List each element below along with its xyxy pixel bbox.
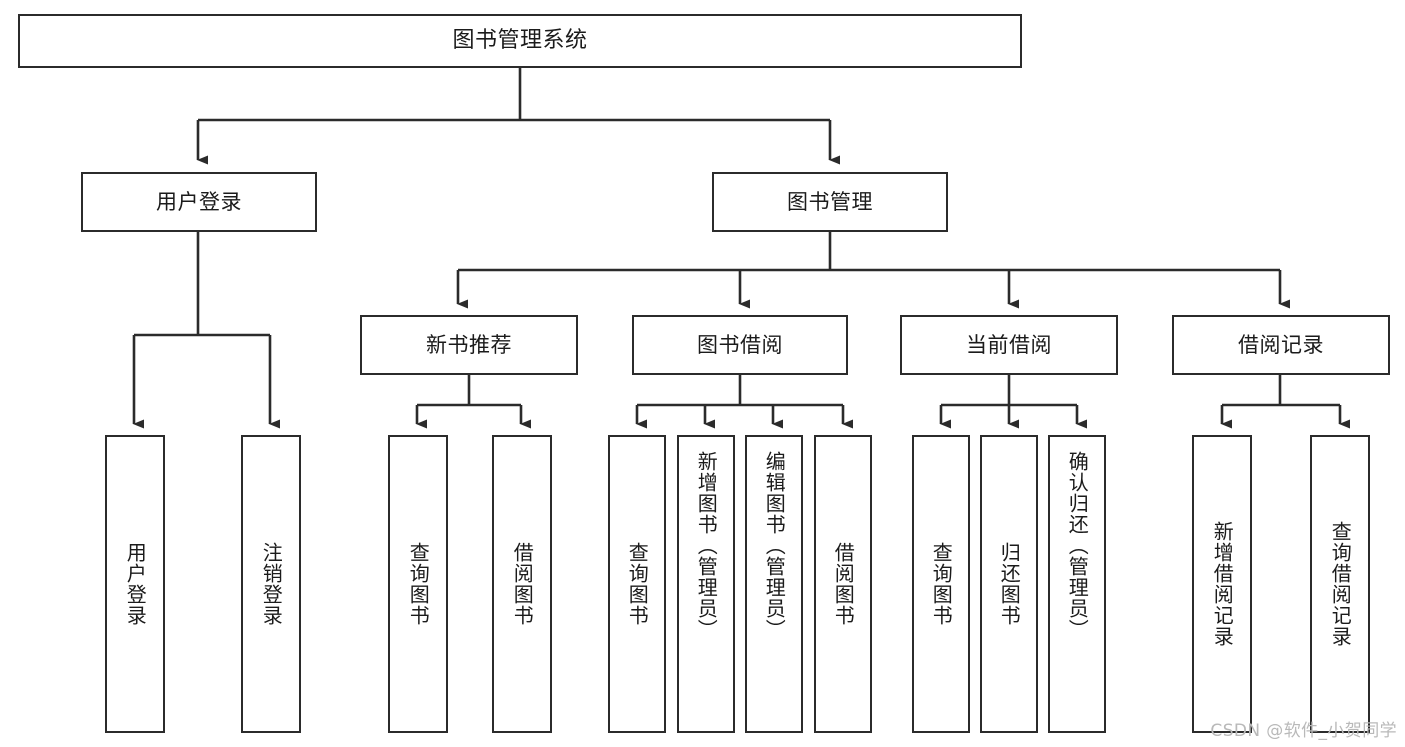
node-label: 图书管理 <box>787 189 873 214</box>
leaf-current-confirm-return[interactable]: 确认归还（管理员） <box>1048 435 1106 733</box>
node-label: 借阅记录 <box>1238 332 1324 357</box>
node-label: 查询图书 <box>625 542 650 626</box>
leaf-recommend-query-book[interactable]: 查询图书 <box>388 435 448 733</box>
node-label: 查询借阅记录 <box>1328 521 1353 647</box>
leaf-user-login[interactable]: 用户登录 <box>105 435 165 733</box>
leaf-logout[interactable]: 注销登录 <box>241 435 301 733</box>
node-current-borrow[interactable]: 当前借阅 <box>900 315 1118 375</box>
node-label: 注销登录 <box>259 542 284 626</box>
leaf-borrow-edit-book[interactable]: 编辑图书（管理员） <box>745 435 803 733</box>
csdn-watermark: CSDN @软件_小贺同学 <box>1210 721 1397 741</box>
node-label: 新增借阅记录 <box>1210 521 1235 647</box>
node-root-system[interactable]: 图书管理系统 <box>18 14 1022 68</box>
leaf-recommend-borrow-book[interactable]: 借阅图书 <box>492 435 552 733</box>
leaf-record-query-record[interactable]: 查询借阅记录 <box>1310 435 1370 733</box>
leaf-borrow-add-book[interactable]: 新增图书（管理员） <box>677 435 735 733</box>
node-label: 图书管理系统 <box>452 28 588 54</box>
leaf-record-add-record[interactable]: 新增借阅记录 <box>1192 435 1252 733</box>
node-new-book-recommend[interactable]: 新书推荐 <box>360 315 578 375</box>
node-label: 归还图书 <box>997 542 1022 626</box>
leaf-borrow-query-book[interactable]: 查询图书 <box>608 435 666 733</box>
node-book-borrow[interactable]: 图书借阅 <box>632 315 848 375</box>
node-label: 编辑图书（管理员） <box>762 451 787 640</box>
node-label: 用户登录 <box>156 189 242 214</box>
leaf-borrow-borrow-book[interactable]: 借阅图书 <box>814 435 872 733</box>
leaf-current-query-book[interactable]: 查询图书 <box>912 435 970 733</box>
node-label: 当前借阅 <box>966 332 1052 357</box>
node-label: 查询图书 <box>406 542 431 626</box>
node-label: 确认归还（管理员） <box>1065 451 1090 640</box>
node-borrow-record[interactable]: 借阅记录 <box>1172 315 1390 375</box>
node-label: 查询图书 <box>929 542 954 626</box>
node-label: 借阅图书 <box>831 542 856 626</box>
node-label: 借阅图书 <box>510 542 535 626</box>
node-label: 用户登录 <box>123 542 148 626</box>
node-book-management[interactable]: 图书管理 <box>712 172 948 232</box>
leaf-current-return-book[interactable]: 归还图书 <box>980 435 1038 733</box>
node-label: 新书推荐 <box>426 332 512 357</box>
node-label: 新增图书（管理员） <box>694 451 719 640</box>
node-user-login[interactable]: 用户登录 <box>81 172 317 232</box>
node-label: 图书借阅 <box>697 332 783 357</box>
